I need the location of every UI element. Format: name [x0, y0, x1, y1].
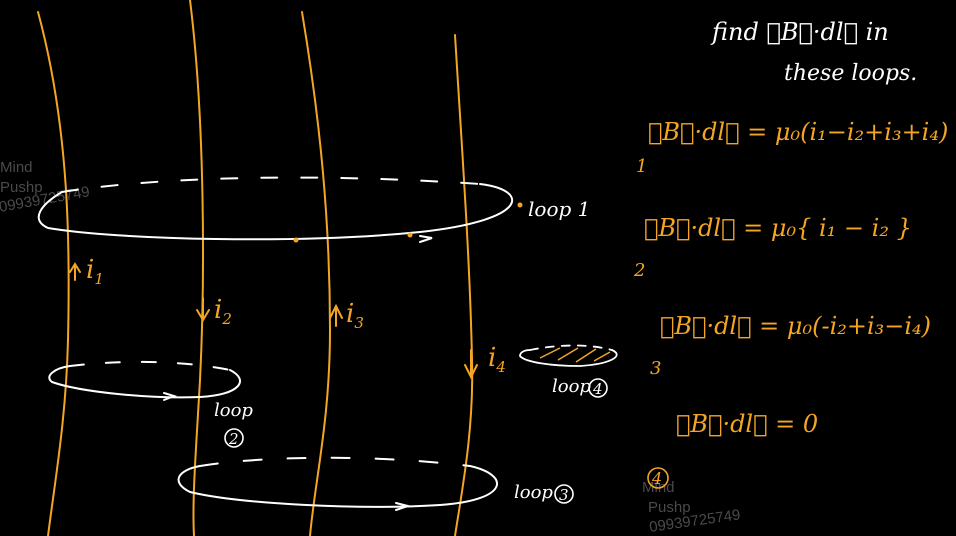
- current-label-i1: i1: [86, 255, 104, 288]
- watermark-left: Mind Pushp 09939725749: [0, 159, 91, 216]
- equation-3: ∮B⃗·dl⃗ = μ₀(-i₂+i₃−i₄): [660, 312, 931, 340]
- watermark-text: Pushp: [0, 179, 43, 196]
- loop-3-back-dashed: [199, 456, 471, 467]
- equation-3-number: 3: [650, 358, 661, 379]
- current-label-i4: i4: [488, 343, 506, 376]
- loop-2-number: 2: [228, 430, 239, 448]
- equation-2: ∮B⃗·dl⃗ = μ₀{ i₁ − i₂ }: [644, 214, 912, 242]
- loop-2-front: [48, 365, 241, 399]
- question-line-2: these loops.: [784, 61, 917, 86]
- watermark-text: Pushp: [648, 499, 691, 516]
- loop-4-number: 4: [592, 380, 603, 398]
- current-label-i3: i3: [346, 299, 364, 332]
- loop-3-number: 3: [559, 486, 569, 504]
- loop-4-shading: [539, 347, 611, 363]
- loop-3-label: loop: [514, 482, 553, 503]
- loop-2-number-circle: [224, 428, 244, 448]
- loop-2-label: loop: [214, 400, 253, 421]
- loop-1-back-dashed: [61, 176, 481, 193]
- equation-4: ∮B⃗·dl⃗ = 0: [676, 410, 818, 438]
- loop-4-front: [519, 349, 618, 367]
- equation-4-number: 4: [651, 469, 662, 488]
- crossing-dot: [293, 237, 299, 243]
- current-label-i2: i2: [214, 295, 232, 328]
- loop-1-arrow-icon: [419, 235, 433, 243]
- arrow-i4-down-icon: [464, 349, 478, 380]
- wire-4: [454, 34, 474, 536]
- arrow-i2-down-icon: [196, 297, 210, 322]
- wire-3: [301, 11, 332, 536]
- equation-1: ∮B⃗·dl⃗ = μ₀(i₁−i₂+i₃+i₄): [648, 118, 948, 146]
- arrow-i1-up-icon: [69, 262, 81, 281]
- equation-1-number: 1: [636, 156, 647, 177]
- watermark-text: Mind: [0, 159, 33, 176]
- crossing-dot: [407, 232, 413, 238]
- equation-2-number: 2: [633, 260, 645, 281]
- arrow-i3-up-icon: [329, 303, 343, 327]
- loop-2-arrow-icon: [163, 392, 178, 401]
- loop-3-number-circle: [554, 484, 574, 504]
- loop-1-front: [37, 183, 514, 241]
- question-line-1: find ∮B⃗·dl⃗ in: [710, 18, 889, 46]
- wire-1: [37, 11, 70, 536]
- loop-4-back-dashed: [529, 344, 613, 351]
- crossing-dot: [517, 202, 523, 208]
- loop-4-label: loop: [552, 376, 591, 397]
- loop-3-arrow-icon: [395, 502, 412, 511]
- loop-1-label: loop 1: [528, 197, 590, 221]
- loop-3-front: [177, 465, 498, 508]
- loop-2-back-dashed: [69, 360, 231, 371]
- wire-2: [189, 0, 204, 536]
- loop-4-number-circle: [588, 378, 608, 398]
- equation-4-number-circle: [647, 467, 669, 489]
